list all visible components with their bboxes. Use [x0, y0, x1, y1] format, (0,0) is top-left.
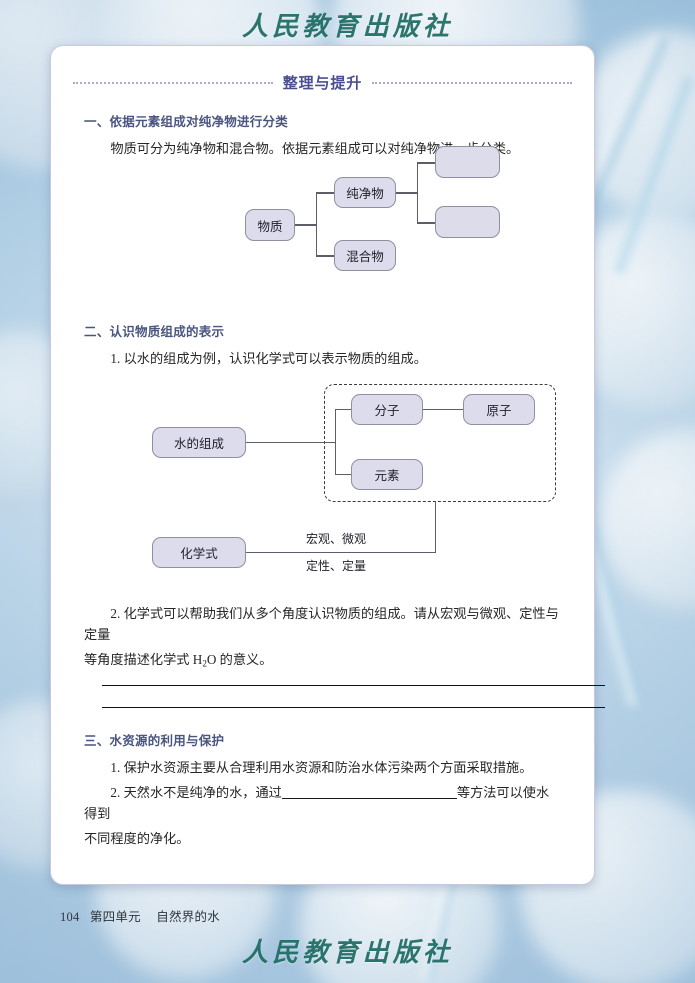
section-two-item2-line2: 等角度描述化学式 H2O 的意义。 [84, 649, 561, 671]
diagram2-node-atom: 原子 [463, 393, 535, 425]
page-footer: 104 第四单元 自然界的水 [60, 906, 220, 925]
diagram1-node-root: 物质 [245, 209, 295, 242]
formula-text-pre: 等角度描述化学式 H [84, 651, 203, 667]
unit-label: 第四单元 [89, 910, 141, 924]
section-title-row: 整理与提升 [73, 72, 573, 93]
page-title: 整理与提升 [282, 74, 363, 92]
section-two-item2-block: 2. 化学式可以帮助我们从多个角度认识物质的组成。请从宏观与微观、定性与定量 等… [84, 603, 605, 708]
diagram1-connector-blank1 [417, 162, 436, 164]
answer-line-1[interactable] [102, 684, 605, 686]
diagram1-connector-root [295, 224, 317, 226]
item2-text-pre: 2. 天然水不是纯净的水，通过 [110, 784, 282, 800]
diagram1-trunk-1 [316, 192, 318, 257]
formula-subscript: 2 [202, 658, 207, 668]
section-three-item1: 1. 保护水资源主要从合理利用水资源和防治水体污染两个方面采取措施。 [110, 759, 533, 775]
section-two-heading: 二、认识物质组成的表示 [84, 324, 225, 340]
diagram1-node-blank2[interactable] [435, 206, 500, 239]
diagram1-connector-pure-out [396, 192, 418, 194]
diagram1-connector-blank2 [417, 222, 436, 224]
diagram2-label-macro-micro: 宏观、微观 [306, 531, 367, 546]
diagram2-node-formula: 化学式 [152, 536, 246, 568]
answer-lines [102, 684, 605, 708]
formula-text-post: O 的意义。 [206, 651, 273, 667]
title-leader-left [73, 81, 273, 84]
diagram1-connector-pure [316, 192, 335, 194]
section-two: 二、认识物质组成的表示 1. 以水的组成为例，认识化学式可以表示物质的组成。 [84, 321, 561, 369]
item2-text-mid: 等方法可以使水得到 [84, 784, 550, 822]
section-three-item2-line1: 2. 天然水不是纯净的水，通过等方法可以使水得到 [84, 782, 561, 825]
page-number: 104 [60, 910, 80, 924]
section-three: 三、水资源的利用与保护 1. 保护水资源主要从合理利用水资源和防治水体污染两个方… [84, 730, 561, 850]
page-content: 一、依据元素组成对纯净物进行分类 物质可分为纯净物和混合物。依据元素组成可以对纯… [51, 111, 605, 850]
diagram2-label-qualitative-quantitative: 定性、定量 [306, 558, 367, 573]
diagram2-node-water: 水的组成 [152, 426, 246, 458]
page-card: 整理与提升 一、依据元素组成对纯净物进行分类 物质可分为纯净物和混合物。依据元素… [50, 45, 605, 885]
diagram1-node-mixture: 混合物 [334, 240, 396, 272]
answer-line-2[interactable] [102, 706, 605, 708]
diagram2-connector-element [335, 473, 352, 476]
diagram2-node-element: 元素 [351, 458, 423, 490]
diagram1-node-blank1[interactable] [435, 146, 500, 179]
section-one-heading: 一、依据元素组成对纯净物进行分类 [84, 114, 289, 129]
section-two-item1: 1. 以水的组成为例，认识化学式可以表示物质的组成。 [110, 351, 427, 367]
section-two-item2-line1: 2. 化学式可以帮助我们从多个角度认识物质的组成。请从宏观与微观、定性与定量 [84, 605, 559, 643]
diagram1-node-pure: 纯净物 [334, 177, 396, 209]
section-three-item2-line2: 不同程度的净化。 [84, 830, 190, 846]
diagram2-connector-formula [246, 551, 436, 554]
section-three-heading: 三、水资源的利用与保护 [84, 732, 225, 748]
diagram2-connector-down [435, 501, 437, 553]
diagram2-node-molecule: 分子 [351, 393, 423, 425]
diagram1-connector-mixture [316, 255, 335, 257]
diagram1-trunk-2 [417, 162, 419, 224]
diagram2-connector-atom [423, 408, 464, 411]
title-leader-right [372, 81, 573, 84]
diagram2-connector-water [246, 441, 336, 444]
section-one: 一、依据元素组成对纯净物进行分类 物质可分为纯净物和混合物。依据元素组成可以对纯… [84, 111, 561, 159]
diagram2-trunk [335, 408, 337, 475]
section-one-paragraph: 物质可分为纯净物和混合物。依据元素组成可以对纯净物进一步分类。 [110, 141, 520, 156]
classification-diagram: 物质 纯净物 混合物 [84, 146, 561, 281]
unit-title: 自然界的水 [156, 910, 221, 924]
fill-in-blank[interactable] [281, 785, 457, 799]
diagram2-connector-molecule [335, 408, 352, 411]
water-composition-diagram: 水的组成 分子 原子 元素 化学式 宏观、微观 定性、定量 [84, 383, 561, 579]
